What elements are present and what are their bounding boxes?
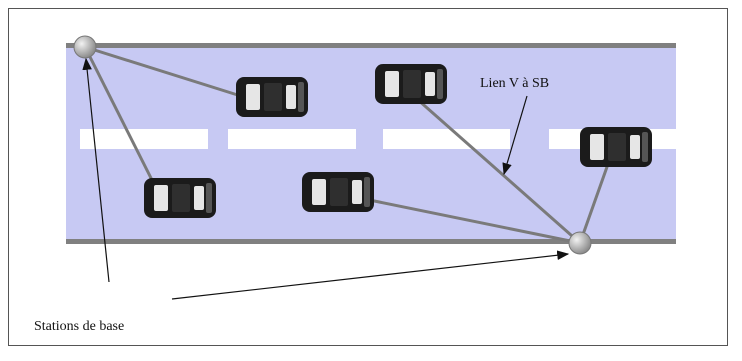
- link-line: [339, 192, 581, 245]
- car-icon: [580, 127, 652, 167]
- car-icon: [236, 77, 308, 117]
- arrow-link-label: [502, 95, 528, 176]
- car-icon: [375, 64, 447, 104]
- link-label: Lien V à SB: [480, 76, 550, 91]
- arrow-station-right: [171, 250, 570, 300]
- lane-mark: [80, 129, 208, 149]
- link-line: [84, 45, 245, 99]
- annotation-arrows: [82, 57, 570, 300]
- base-station-right: [568, 231, 592, 255]
- lane-mark: [383, 129, 510, 149]
- road-bottom-edge: [66, 239, 676, 244]
- car-icon: [144, 178, 216, 218]
- base-station-left: [73, 35, 97, 59]
- vehicle-links: [83, 45, 615, 245]
- stations-label: Stations de base: [34, 319, 125, 334]
- lane-mark: [228, 129, 356, 149]
- link-line: [83, 46, 160, 193]
- link-line: [399, 82, 581, 245]
- car-icon: [302, 172, 374, 212]
- road-top-edge: [66, 43, 676, 48]
- arrow-station-left: [82, 57, 110, 283]
